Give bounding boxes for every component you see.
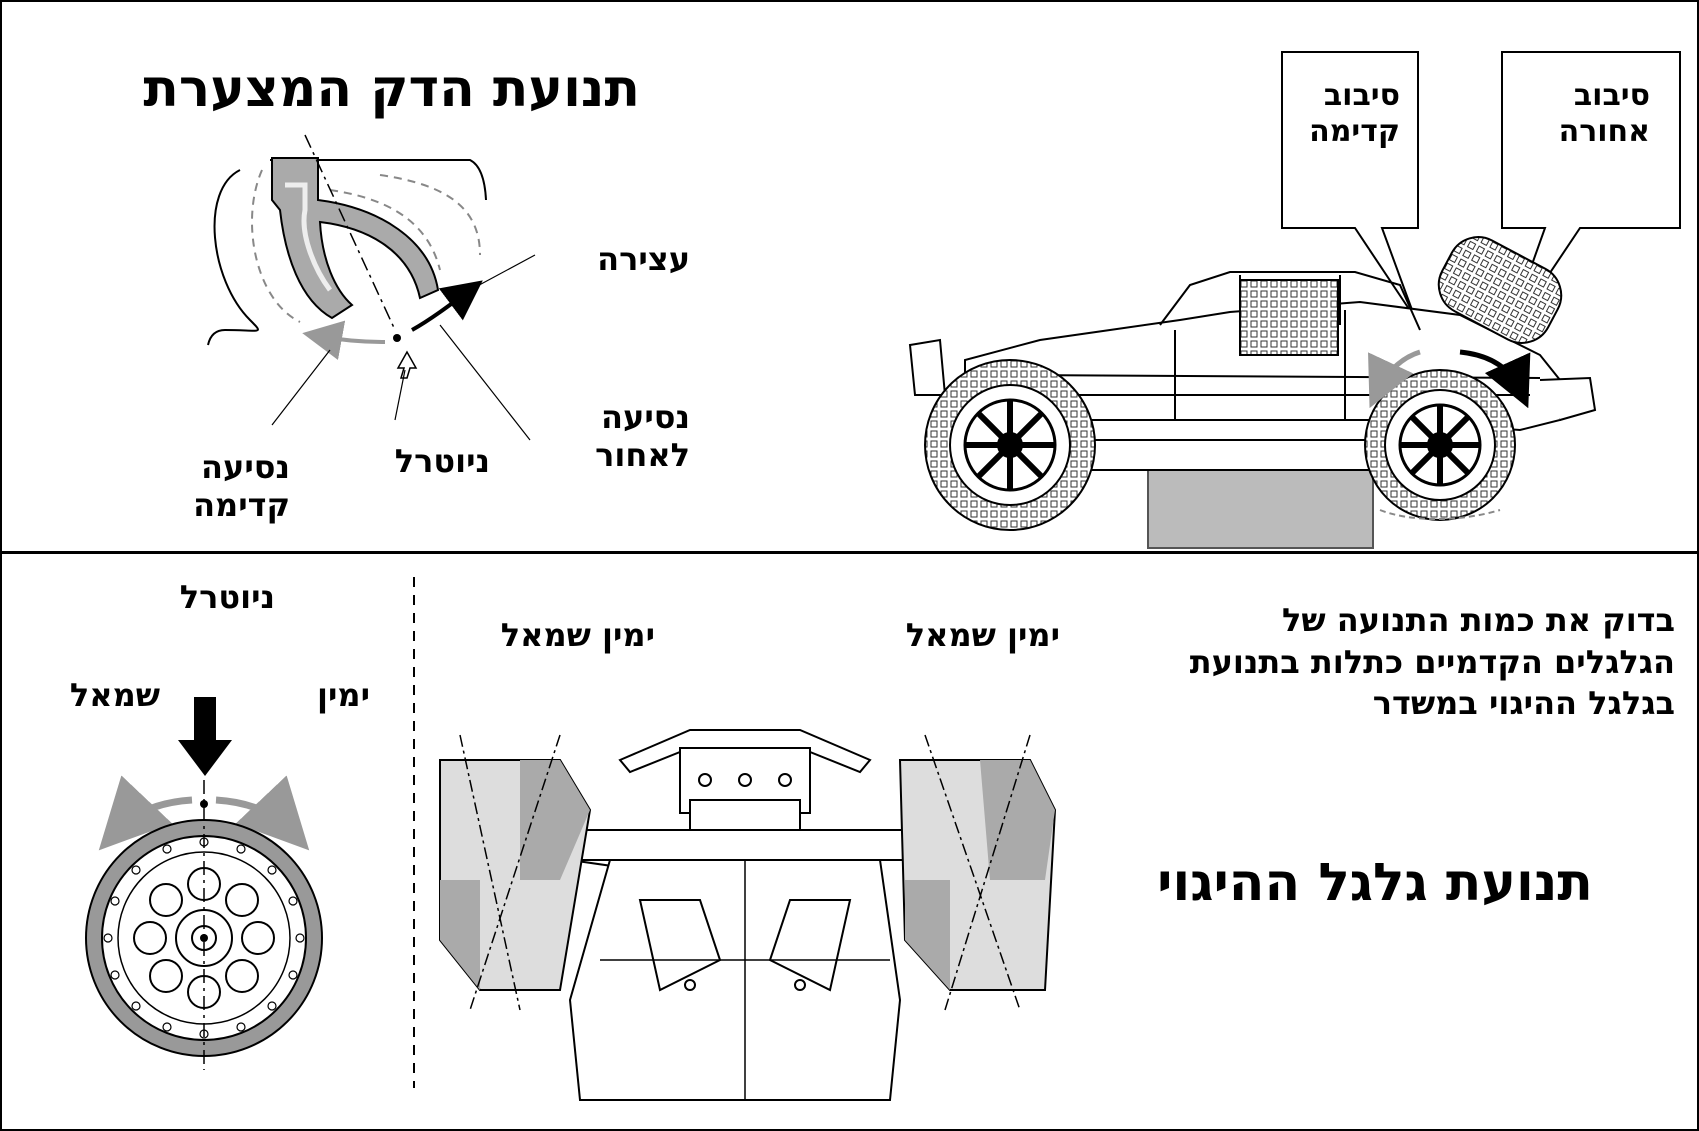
- wheel-title: תנועת גלגל ההיגוי: [1157, 853, 1593, 913]
- trigger-axis-line: [304, 134, 396, 331]
- dial-bead-ring: [103, 837, 305, 1039]
- section-divider: [0, 551, 1699, 554]
- front-left-wheel: [439, 734, 592, 1011]
- front-view-left-pair: ימין שמאל: [500, 616, 655, 654]
- front-spin-callout: [1281, 51, 1419, 319]
- front-spin-arrow: [1368, 349, 1421, 409]
- steering-instructions: בדוק את כמות התנועה של הגלגלים הקדמיים כ…: [1189, 601, 1675, 723]
- front-spin-callout-label: סיבוב קדימה: [1309, 78, 1400, 149]
- car-stand: [1147, 469, 1374, 549]
- steering-dial: [85, 697, 323, 1070]
- spare-tire: [1437, 236, 1563, 344]
- car-side-view: [908, 236, 1597, 549]
- trigger-pivot-dot: [393, 334, 401, 342]
- car-front-view: [439, 729, 1057, 1101]
- right-turn-arrow: [215, 775, 310, 851]
- neutral-down-arrow-head: [178, 740, 232, 776]
- dial-neutral-label: ניוטרל: [179, 578, 275, 616]
- rear-spin-arrow: [1459, 349, 1531, 409]
- callout-boxes: [1281, 51, 1681, 341]
- trigger-handle-outline: [207, 169, 259, 346]
- front-body: [568, 859, 902, 1101]
- front-view-right-pair: ימין שמאל: [905, 616, 1060, 654]
- front-right-wheel: [898, 734, 1057, 1011]
- neutral-label: ניוטרל: [394, 442, 490, 480]
- dial-right-label: ימין: [317, 676, 370, 714]
- rear-wheel: [1364, 369, 1516, 521]
- trigger-shape: [271, 157, 440, 320]
- neutral-down-arrow-shaft: [194, 697, 216, 741]
- reverse-label: נסיעה לאחור: [595, 398, 690, 475]
- trigger-diagram: [207, 134, 536, 441]
- dial-left-label: שמאל: [69, 676, 160, 714]
- front-wheel: [924, 359, 1096, 531]
- forward-label: נסיעה קדימה: [193, 448, 290, 525]
- neutral-pointer-icon: [396, 350, 418, 379]
- left-turn-arrow: [98, 775, 193, 851]
- front-bumper: [618, 729, 872, 774]
- forward-arrow: [302, 320, 386, 360]
- rear-spin-callout-label: סיבוב אחורה: [1558, 78, 1650, 149]
- dial-spokes: [133, 867, 275, 1009]
- brake-arrow: [411, 280, 483, 332]
- cage-mesh: [1239, 279, 1339, 356]
- brake-label: עצירה: [597, 240, 690, 278]
- trigger-title: תנועת הדק המצערת: [143, 59, 640, 119]
- trigger-ghost-outline: [251, 169, 301, 323]
